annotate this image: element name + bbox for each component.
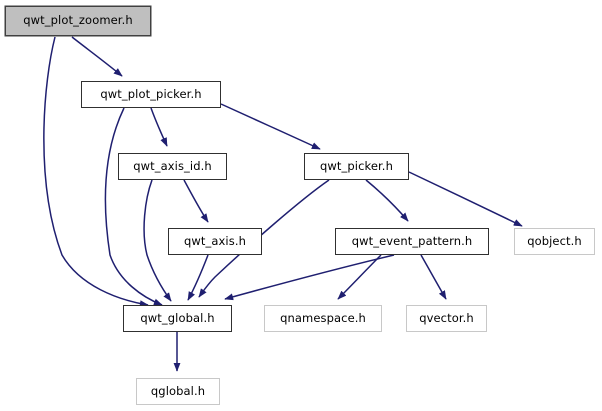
edge-qwt_plot_picker-to-qwt_global [104, 107, 163, 306]
node-label-qwt_axis_id: qwt_axis_id.h [133, 158, 212, 173]
node-qnamespace[interactable]: qnamespace.h [264, 305, 382, 332]
node-label-qglobal: qglobal.h [150, 383, 206, 398]
node-qwt_axis_id[interactable]: qwt_axis_id.h [118, 153, 227, 180]
node-label-qobject: qobject.h [527, 233, 582, 248]
edge-qwt_axis_id-to-qwt_axis [183, 179, 209, 223]
edge-qwt_event_pattern-to-qwt_global [224, 254, 395, 301]
node-qwt_global[interactable]: qwt_global.h [123, 305, 232, 332]
node-qwt_axis[interactable]: qwt_axis.h [168, 228, 262, 255]
edge-qwt_picker-to-qobject [408, 171, 523, 227]
edge-qwt_axis-to-qwt_global [187, 254, 209, 301]
node-qwt_picker[interactable]: qwt_picker.h [304, 153, 409, 180]
edge-qwt_picker-to-qwt_event_pattern [365, 179, 409, 222]
node-qwt_event_pattern[interactable]: qwt_event_pattern.h [335, 228, 489, 255]
edge-group [43, 36, 523, 372]
node-label-qwt_axis: qwt_axis.h [184, 233, 246, 248]
edge-qwt_plot_picker-to-qwt_picker [220, 103, 321, 150]
edge-qwt_event_pattern-to-qnamespace [337, 254, 382, 300]
node-qobject[interactable]: qobject.h [514, 228, 595, 255]
node-label-qwt_plot_zoomer: qwt_plot_zoomer.h [23, 13, 133, 28]
node-label-qwt_picker: qwt_picker.h [320, 158, 393, 173]
edge-qwt_plot_zoomer-to-qwt_global [43, 36, 149, 308]
node-label-qwt_global: qwt_global.h [140, 310, 215, 325]
node-qvector[interactable]: qvector.h [406, 305, 487, 332]
node-qwt_plot_zoomer[interactable]: qwt_plot_zoomer.h [5, 6, 151, 36]
edge-qwt_plot_picker-to-qwt_axis_id [150, 107, 168, 147]
edge-qwt_plot_zoomer-to-qwt_plot_picker [71, 36, 123, 77]
edge-qwt_axis_id-to-qwt_global [143, 179, 172, 302]
node-label-qvector: qvector.h [419, 310, 474, 325]
node-label-qwt_event_pattern: qwt_event_pattern.h [351, 233, 473, 248]
node-label-qwt_plot_picker: qwt_plot_picker.h [100, 86, 202, 101]
edge-qwt_event_pattern-to-qvector [420, 254, 447, 300]
edge-qwt_picker-to-qwt_global [198, 179, 330, 298]
node-qglobal[interactable]: qglobal.h [136, 378, 220, 405]
node-label-qnamespace: qnamespace.h [280, 310, 366, 325]
node-qwt_plot_picker[interactable]: qwt_plot_picker.h [81, 81, 221, 108]
